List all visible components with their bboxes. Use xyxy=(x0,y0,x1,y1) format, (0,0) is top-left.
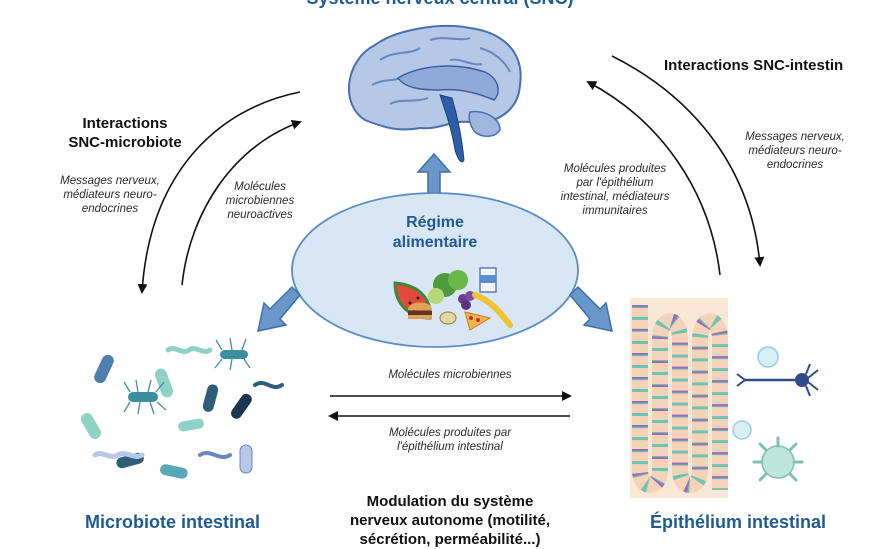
right-descending-label: Messages nerveux, médiateurs neuro- endo… xyxy=(725,130,865,172)
brain-illustration xyxy=(348,25,522,163)
left-descending-label: Messages nerveux, médiateurs neuro- endo… xyxy=(45,174,175,216)
left-desc-line1: Messages nerveux, xyxy=(60,175,160,187)
left-asc-line1: Molécules xyxy=(234,181,286,193)
microbial-molecules-label: Molécules microbiennes xyxy=(388,369,512,381)
diet-to-epithelium-arrow xyxy=(568,285,613,332)
left-title-line1: Interactions xyxy=(82,115,168,132)
left-desc-line2: médiateurs neuro- xyxy=(63,189,157,201)
diet-label-line2: alimentaire xyxy=(392,234,478,251)
microbiota-label: Microbiote intestinal xyxy=(85,512,261,532)
immune-cell-2 xyxy=(732,420,752,440)
epi-mol-line2: l'épithélium intestinal xyxy=(397,441,503,453)
left-desc-line3: endocrines xyxy=(81,203,139,215)
diet-label-line1: Régime xyxy=(406,214,464,231)
diet-to-microbiota-arrow xyxy=(257,285,302,332)
epithelium-illustration xyxy=(630,298,728,498)
diet-label: Régime alimentaire xyxy=(370,213,500,253)
brain-to-microbiota-curve xyxy=(137,91,301,294)
right-asc-line4: immunitaires xyxy=(582,205,648,217)
bacteria-illustration xyxy=(81,337,284,479)
autonomic-modulation-label: Modulation du système nerveux autonome (… xyxy=(330,492,570,549)
brain-to-epithelium-curve xyxy=(611,55,765,267)
right-interactions-title: Interactions SNC-intestin xyxy=(664,57,844,74)
right-asc-line3: intestinal, médiateurs xyxy=(560,191,670,203)
left-title-line2: SNC-microbiote xyxy=(68,134,182,151)
diet-to-brain-arrow xyxy=(416,152,452,194)
dendritic-cell xyxy=(752,436,804,482)
left-asc-line2: microbiennes xyxy=(225,195,295,207)
right-desc-line2: médiateurs neuro- xyxy=(748,145,842,157)
mod-line1: Modulation du système xyxy=(366,493,534,510)
epi-mol-line1: Molécules produites par xyxy=(388,427,512,439)
food-illustration xyxy=(393,267,513,331)
epithelium-to-brain-curve xyxy=(586,81,721,276)
microbiota-to-brain-curve xyxy=(181,119,302,286)
neuron-illustration xyxy=(736,363,819,397)
right-asc-line2: par l'épithélium xyxy=(576,177,654,189)
right-desc-line1: Messages nerveux, xyxy=(745,131,845,143)
left-interactions-title: Interactions SNC-microbiote xyxy=(40,114,210,152)
left-ascending-label: Molécules microbiennes neuroactives xyxy=(205,180,315,222)
diet-ellipse xyxy=(291,192,579,348)
right-asc-line1: Molécules produites xyxy=(563,163,667,175)
left-asc-line3: neuroactives xyxy=(227,209,293,221)
epithelial-molecules-label: Molécules produites par l'épithélium int… xyxy=(350,426,550,454)
right-desc-line3: endocrines xyxy=(766,159,824,171)
immune-cell-1 xyxy=(757,346,779,368)
mod-line2: nerveux autonome (motilité, xyxy=(349,512,551,529)
cns-title: Système nerveux central (SNC) xyxy=(270,0,610,9)
right-ascending-label: Molécules produites par l'épithélium int… xyxy=(540,162,690,218)
epithelium-label: Épithélium intestinal xyxy=(650,512,827,532)
